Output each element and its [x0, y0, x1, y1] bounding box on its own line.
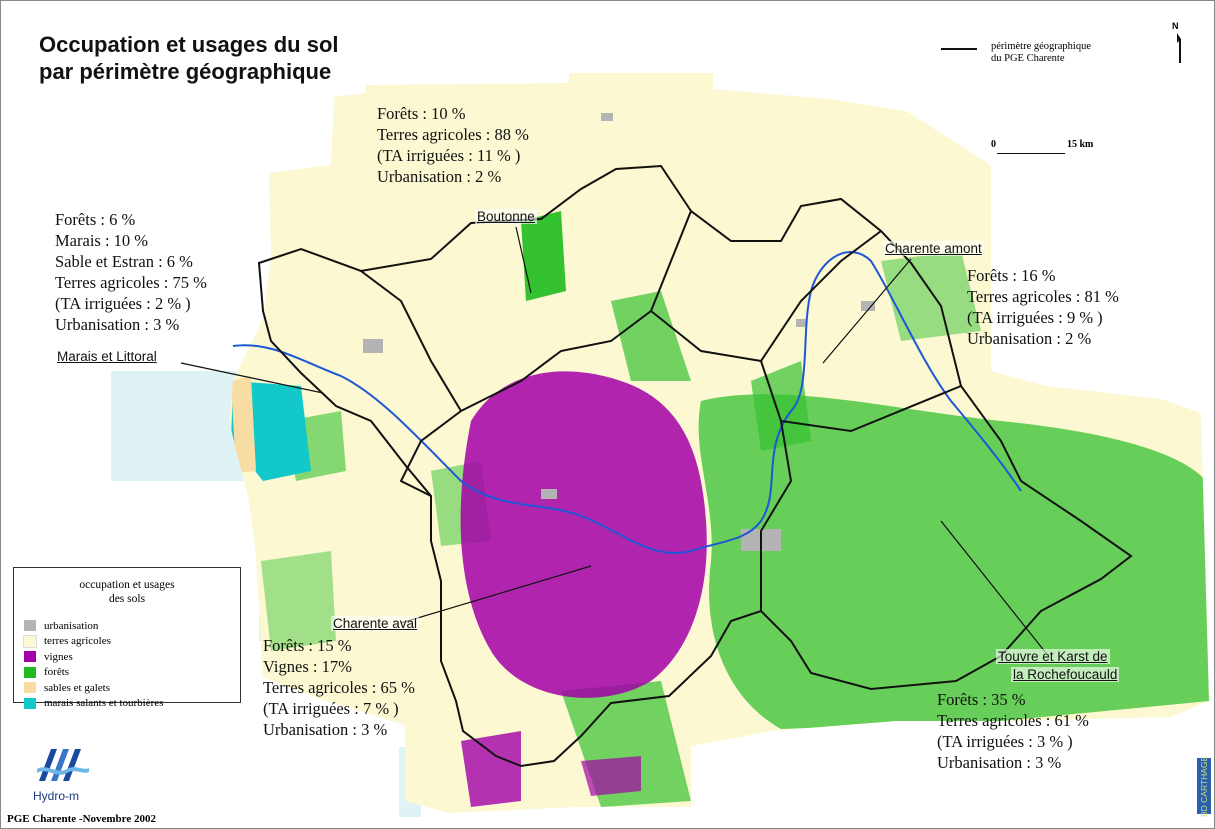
charente-amont-stat: (TA irriguées : 9 % ) [967, 308, 1103, 327]
perimeter-line-symbol [941, 48, 977, 50]
legend-swatch [24, 666, 36, 678]
map-title-line1: Occupation et usages du sol [39, 32, 339, 57]
perimeter-legend-line2: du PGE Charente [991, 53, 1065, 64]
charente-amont-stat: Terres agricoles : 81 % [967, 287, 1119, 306]
marais-stat: Sable et Estran : 6 % [55, 252, 193, 271]
map-title-line2: par périmètre géographique [39, 59, 332, 84]
charente-aval-stat: Urbanisation : 3 % [263, 720, 388, 739]
legend-item: sables et galets [24, 680, 163, 696]
legend-swatch [23, 634, 37, 648]
legend-item-label: urbanisation [44, 619, 99, 632]
perimeter-legend-text: périmètre géographique du PGE Charente [991, 41, 1091, 65]
legend-item: vignes [24, 649, 163, 665]
marais-stat: (TA irriguées : 2 % ) [55, 294, 191, 313]
touvre-stats: Forêts : 35 % Terres agricoles : 61 % (T… [937, 689, 1089, 773]
boutonne-stat: (TA irriguées : 11 % ) [377, 146, 521, 165]
touvre-stat: Terres agricoles : 61 % [937, 711, 1089, 730]
charente-amont-stat: Urbanisation : 2 % [967, 329, 1092, 348]
marais-stat: Marais : 10 % [55, 231, 149, 250]
legend-swatch [24, 651, 36, 663]
marais-stat: Terres agricoles : 75 % [55, 273, 207, 292]
leader-lines [180, 226, 1047, 654]
charente-amont-stat: Forêts : 16 % [967, 266, 1056, 285]
charente-aval-stats: Forêts : 15 % Vignes : 17% Terres agrico… [263, 635, 415, 740]
vineyard-areas [460, 371, 707, 807]
legend-item: urbanisation [24, 618, 163, 634]
charente-aval-stat: (TA irriguées : 7 % ) [263, 699, 399, 718]
boutonne-stat: Urbanisation : 2 % [377, 167, 502, 186]
legend-title-line2: des sols [108, 593, 146, 605]
legend-item-label: forêts [44, 666, 70, 679]
sand-area [231, 376, 256, 473]
region-label-marais: Marais et Littoral [55, 349, 159, 364]
legend-swatch [24, 697, 36, 709]
logo-text: Hydro-m [33, 789, 80, 803]
marais-stat: Forêts : 6 % [55, 210, 136, 229]
legend-item: marais salants et tourbières [24, 696, 163, 712]
region-label-touvre-line2: la Rochefoucauld [1011, 667, 1120, 682]
marais-stat: Urbanisation : 3 % [55, 315, 180, 334]
legend-item: forêts [24, 665, 163, 681]
scale-end: 15 km [1067, 139, 1094, 150]
legend-item-label: vignes [44, 650, 73, 663]
boutonne-stat: Forêts : 10 % [377, 104, 466, 123]
touvre-stat: Forêts : 35 % [937, 690, 1026, 709]
hydro-m-logo: Hydro-m [33, 741, 93, 803]
marais-stats: Forêts : 6 % Marais : 10 % Sable et Estr… [55, 209, 207, 335]
charente-aval-stat: Terres agricoles : 65 % [263, 678, 415, 697]
land-use-legend: occupation et usages des sols urbanisati… [13, 567, 241, 709]
charente-amont-stats: Forêts : 16 % Terres agricoles : 81 % (T… [967, 265, 1119, 349]
perimeter-legend-line1: périmètre géographique [991, 41, 1091, 52]
legend-items: urbanisation terres agricoles vignes for… [23, 618, 163, 712]
legend-title: occupation et usages des sols [14, 578, 240, 606]
region-label-boutonne: Boutonne [475, 209, 537, 224]
legend-title-line1: occupation et usages [79, 579, 175, 591]
charente-aval-stat: Forêts : 15 % [263, 636, 352, 655]
map-title: Occupation et usages du sol par périmètr… [39, 31, 339, 85]
north-arrow: N [1169, 21, 1189, 65]
legend-item-label: marais salants et tourbières [44, 697, 164, 710]
perimeter-boundaries [257, 164, 1133, 768]
footer-source: PGE Charente -Novembre 2002 [7, 813, 156, 825]
legend-item: terres agricoles [23, 634, 163, 650]
north-arrow-icon [1177, 33, 1181, 63]
legend-item-label: sables et galets [44, 681, 110, 694]
region-label-touvre-line1: Touvre et Karst de [996, 649, 1110, 664]
legend-swatch [24, 682, 36, 694]
scale-bar: 0 15 km [991, 139, 1111, 159]
boutonne-stat: Terres agricoles : 88 % [377, 125, 529, 144]
scale-start: 0 [991, 139, 996, 150]
north-letter: N [1172, 21, 1179, 31]
legend-item-label: terres agricoles [44, 635, 111, 648]
touvre-stat: Urbanisation : 3 % [937, 753, 1062, 772]
region-label-charente-amont: Charente amont [883, 241, 984, 256]
boutonne-stats: Forêts : 10 % Terres agricoles : 88 % (T… [377, 103, 529, 187]
scale-line [997, 153, 1065, 154]
charente-aval-stat: Vignes : 17% [263, 657, 352, 676]
region-label-charente-aval: Charente aval [331, 616, 420, 631]
hydro-m-logo-icon [37, 747, 89, 783]
touvre-stat: (TA irriguées : 3 % ) [937, 732, 1073, 751]
legend-swatch [24, 620, 36, 632]
credit-badge: BD CARTHAGE [1197, 755, 1211, 817]
